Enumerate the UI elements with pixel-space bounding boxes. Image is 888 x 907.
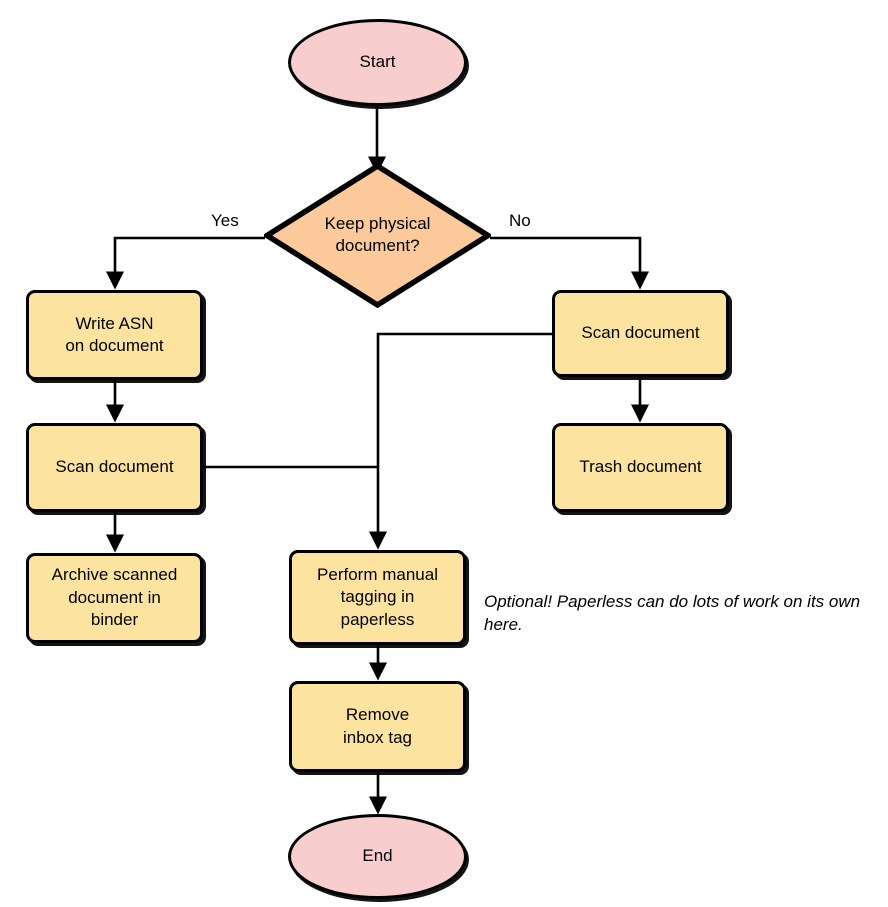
node-trash-document-label: Trash document <box>579 457 702 477</box>
node-scan-document-right-label: Scan document <box>581 323 700 343</box>
node-scan-document-left-label: Scan document <box>55 457 174 477</box>
node-scan-document-left[interactable]: Scan document <box>26 423 203 512</box>
node-write-asn[interactable]: Write ASN on document <box>26 290 203 380</box>
node-archive-in-binder[interactable]: Archive scanned document in binder <box>26 553 203 643</box>
node-scan-document-right[interactable]: Scan document <box>552 290 729 377</box>
edge-no-to-scan-right <box>490 236 650 290</box>
node-archive-in-binder-label: Archive scanned document in binder <box>51 565 178 630</box>
node-remove-inbox-tag[interactable]: Remove inbox tag <box>289 681 466 772</box>
edge-label-no: No <box>509 211 531 230</box>
node-write-asn-label: Write ASN on document <box>65 313 164 355</box>
edge-yes-to-write-asn <box>105 236 265 290</box>
node-end-label: End <box>362 846 393 866</box>
node-start[interactable]: Start <box>288 19 467 106</box>
edge-merge-to-manual-tagging <box>368 332 552 550</box>
node-trash-document[interactable]: Trash document <box>552 423 729 512</box>
node-end[interactable]: End <box>288 814 467 899</box>
diamond-shape <box>264 163 491 308</box>
node-start-label: Start <box>359 52 396 72</box>
node-remove-inbox-tag-label: Remove inbox tag <box>343 705 412 747</box>
node-manual-tagging-label: Perform manual tagging in paperless <box>317 564 438 629</box>
node-keep-physical-document-label: Keep physical document? <box>324 213 431 255</box>
node-keep-physical-document[interactable]: Keep physical document? <box>264 163 491 308</box>
edge-label-yes: Yes <box>211 211 239 230</box>
node-manual-tagging[interactable]: Perform manual tagging in paperless <box>289 550 466 645</box>
annotation-optional-note: Optional! Paperless can do lots of work … <box>484 592 861 635</box>
